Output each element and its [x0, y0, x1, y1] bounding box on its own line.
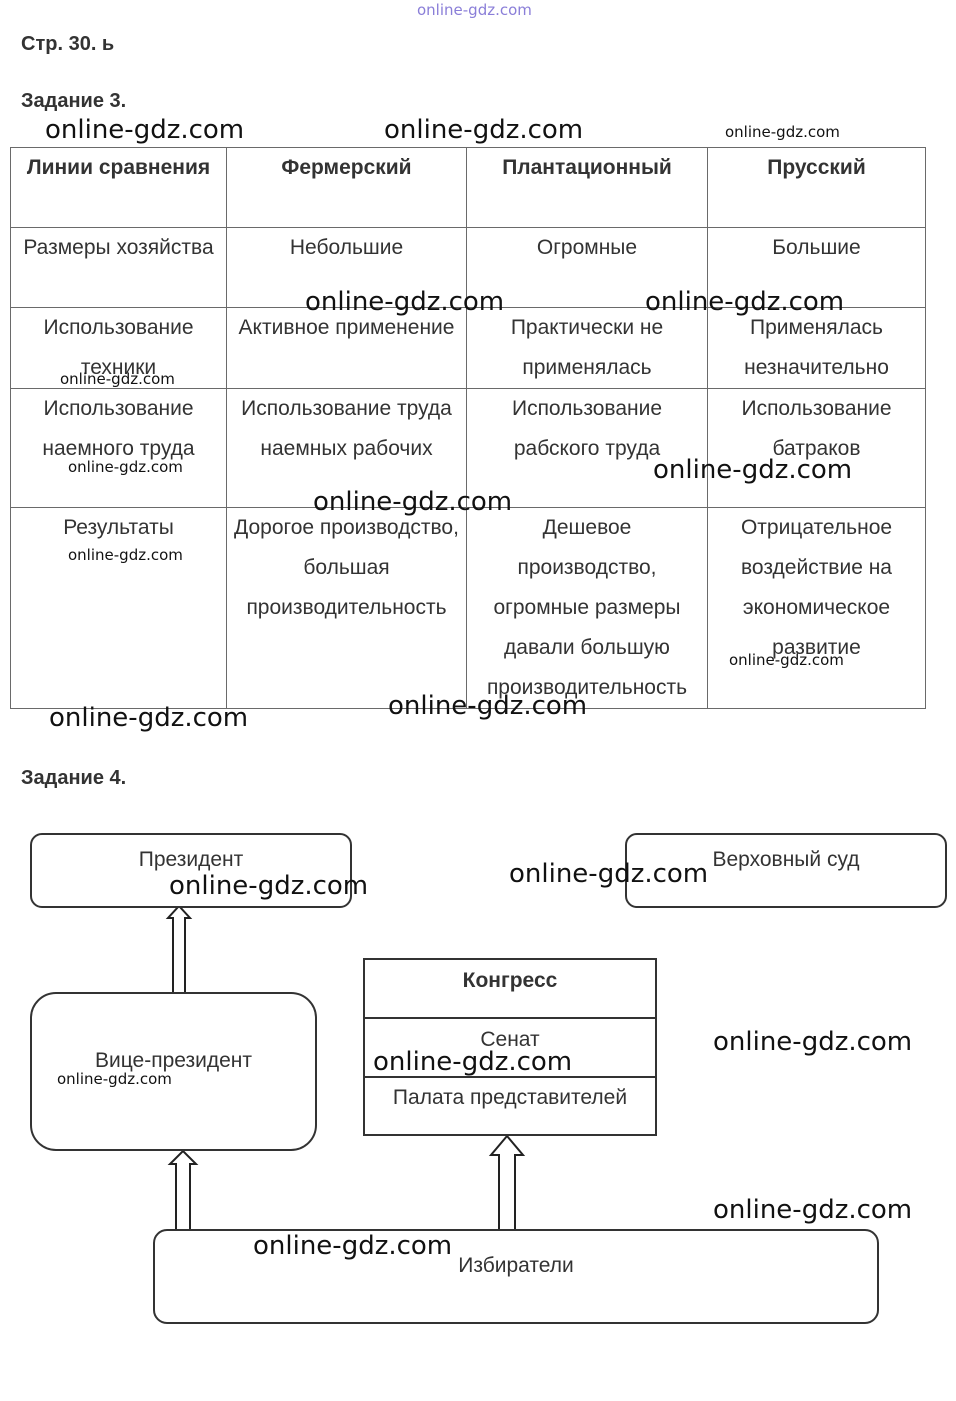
table-cell: Применялась незначительно — [707, 307, 926, 389]
watermark: online-gdz.com — [713, 1195, 913, 1225]
president-box: Президент — [30, 833, 352, 908]
congress-box: Конгресс Сенат Палата представителей — [363, 958, 657, 1136]
table-row: Размеры хозяйства Небольшие Огромные Бол… — [10, 227, 926, 308]
president-label: Президент — [138, 848, 244, 871]
watermark: online-gdz.com — [729, 651, 844, 669]
senate-label: Сенат — [365, 1019, 655, 1078]
arrow-vp-to-president — [165, 904, 193, 994]
watermark: online-gdz.com — [713, 1027, 913, 1057]
table-cell: Отрицательное воздействие на экономическ… — [707, 507, 926, 709]
comparison-table: Линии сравнения Фермерский Плантационный… — [10, 147, 926, 709]
task4-title: Задание 4. — [21, 767, 127, 789]
table-header-row: Линии сравнения Фермерский Плантационный… — [10, 147, 926, 228]
header-cell: Прусский — [707, 147, 926, 228]
table-cell: Использование техники — [10, 307, 227, 389]
voters-label: Избиратели — [458, 1254, 574, 1277]
table-row: Использование техники Активное применени… — [10, 307, 926, 389]
watermark-top: online-gdz.com — [417, 1, 532, 19]
table-row: Использование наемного труда Использован… — [10, 388, 926, 508]
arrow-voters-to-congress — [488, 1134, 526, 1231]
watermark: online-gdz.com — [509, 859, 709, 889]
table-cell: Практически не применялась — [466, 307, 708, 389]
table-cell: Результаты — [10, 507, 227, 709]
watermark: online-gdz.com — [725, 123, 840, 141]
watermark: online-gdz.com — [45, 115, 245, 145]
header-cell: Фермерский — [226, 147, 467, 228]
congress-title: Конгресс — [365, 960, 655, 1019]
table-cell: Активное применение — [226, 307, 467, 389]
watermark: online-gdz.com — [60, 370, 175, 388]
supreme-court-label: Верховный суд — [712, 848, 860, 871]
page-label: Стр. 30. ь — [21, 33, 115, 55]
watermark: online-gdz.com — [384, 115, 584, 145]
header-cell: Линии сравнения — [10, 147, 227, 228]
watermark: online-gdz.com — [645, 287, 845, 317]
table-cell: Использование рабского труда — [466, 388, 708, 508]
watermark: online-gdz.com — [169, 871, 369, 901]
watermark: online-gdz.com — [388, 691, 588, 721]
table-cell: Огромные — [466, 227, 708, 308]
supreme-court-box: Верховный суд — [625, 833, 947, 908]
watermark: online-gdz.com — [49, 703, 249, 733]
table-cell: Большие — [707, 227, 926, 308]
arrow-voters-to-vp — [167, 1149, 199, 1231]
table-cell: Использование батраков — [707, 388, 926, 508]
watermark: online-gdz.com — [373, 1047, 573, 1077]
table-row: Результаты Дорогое производство, большая… — [10, 507, 926, 709]
table-cell: Размеры хозяйства — [10, 227, 227, 308]
vice-president-label: Вице-президент — [95, 1049, 252, 1072]
watermark: online-gdz.com — [57, 1070, 172, 1088]
house-label: Палата представителей — [392, 1086, 628, 1109]
table-cell: Использование труда наемных рабочих — [226, 388, 467, 508]
table-cell: Дешевое производство, огромные размеры д… — [466, 507, 708, 709]
watermark: online-gdz.com — [305, 287, 505, 317]
watermark: online-gdz.com — [68, 546, 183, 564]
watermark: online-gdz.com — [313, 487, 513, 517]
vice-president-box: Вице-президент — [30, 992, 317, 1151]
voters-box: Избиратели — [153, 1229, 879, 1324]
watermark: online-gdz.com — [68, 458, 183, 476]
watermark: online-gdz.com — [653, 455, 853, 485]
table-cell: Небольшие — [226, 227, 467, 308]
task3-title: Задание 3. — [21, 90, 127, 112]
table-cell: Использование наемного труда — [10, 388, 227, 508]
watermark: online-gdz.com — [253, 1231, 453, 1261]
